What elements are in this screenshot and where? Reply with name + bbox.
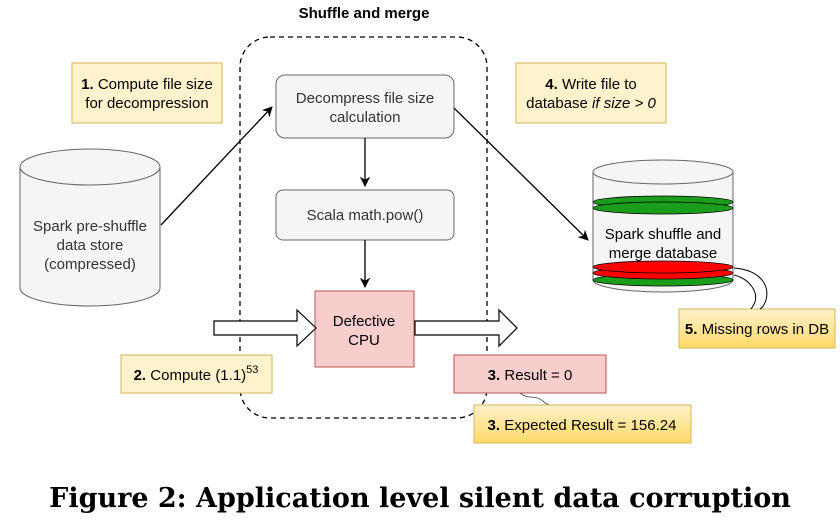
arrow-decompress-to-db bbox=[453, 107, 589, 241]
decompress-line2: calculation bbox=[330, 109, 401, 126]
output-arrow bbox=[414, 308, 518, 348]
step3-result-label: 3. Result = 0 bbox=[488, 367, 573, 384]
step4-note bbox=[515, 62, 667, 124]
step4-line2: database if size > 0 bbox=[526, 95, 656, 112]
shuffle-merge-group bbox=[239, 36, 488, 419]
step2-label: 2. Compute (1.1)53 bbox=[134, 364, 259, 384]
callout-curve-1 bbox=[733, 267, 768, 310]
step3-result-note bbox=[453, 354, 607, 394]
scala-label: Scala math.pow() bbox=[307, 207, 424, 224]
step5-note bbox=[678, 308, 836, 349]
store-line1: Spark pre-shuffle bbox=[33, 218, 147, 235]
cpu-line2: CPU bbox=[348, 332, 380, 349]
db-row-missing-2 bbox=[592, 260, 734, 274]
group-title: Shuffle and merge bbox=[299, 5, 430, 22]
pre-shuffle-store-cylinder bbox=[19, 148, 161, 307]
step4-line1: 4. Write file to bbox=[545, 76, 636, 93]
step1-note bbox=[71, 62, 223, 124]
store-line3: (compressed) bbox=[44, 256, 136, 273]
step2-note bbox=[120, 354, 273, 394]
input-arrow bbox=[213, 308, 317, 348]
figure-caption: Figure 2: Application level silent data … bbox=[49, 483, 791, 514]
db-line1: Spark shuffle and bbox=[605, 226, 721, 243]
step3-expected-note bbox=[473, 404, 692, 444]
step5-label: 5. Missing rows in DB bbox=[685, 321, 829, 338]
decompress-line1: Decompress file size bbox=[296, 90, 434, 107]
step1-line1: 1. Compute file size bbox=[81, 76, 213, 93]
arrow-store-to-decompress bbox=[160, 106, 273, 226]
step1-line2: for decompression bbox=[85, 95, 208, 112]
cpu-box bbox=[314, 290, 415, 368]
callout-curve-2 bbox=[733, 274, 757, 310]
db-row-good-2 bbox=[592, 201, 734, 215]
cpu-line1: Defective bbox=[333, 313, 396, 330]
store-line2: data store bbox=[57, 237, 124, 254]
step3-expected-label: 3. Expected Result = 156.24 bbox=[488, 417, 677, 434]
db-line2: merge database bbox=[609, 245, 717, 262]
